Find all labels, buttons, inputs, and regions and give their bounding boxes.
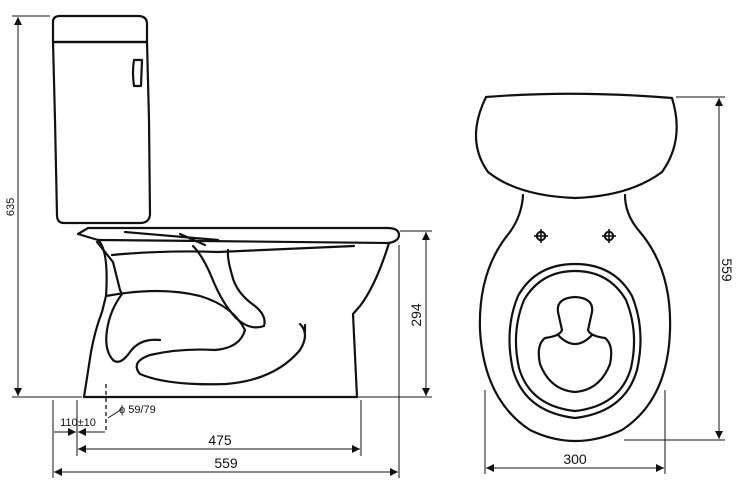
bowl-opening [537,295,613,394]
outlet-offset-label: 110±10 [60,417,96,429]
cistern-top [474,92,678,200]
side-view: 635 294 110±10 ϕ 59/79 475 559 [5,14,432,478]
outlet-diameter-label: ϕ 59/79 [119,404,156,416]
cistern-body [51,40,152,225]
top-length-label: 559 [719,258,735,282]
seat-ring [508,262,642,420]
flush-button [131,58,144,88]
bowl-body [82,238,108,399]
bowl-outline [478,193,672,443]
total-length-label: 559 [214,455,238,471]
cistern-lid [51,14,149,44]
rim-height-dimension-label: 294 [408,303,424,327]
trapway [104,289,307,386]
outlet-length-label: 475 [208,432,232,448]
height-dimension-label: 635 [5,198,17,216]
top-width-label: 300 [563,451,587,467]
top-view: 559 300 [474,92,735,474]
seat-lid [76,226,401,245]
bowl-inner [95,240,124,296]
hinge-bolt-left [534,229,548,243]
hinge-bolt-right [602,229,616,243]
